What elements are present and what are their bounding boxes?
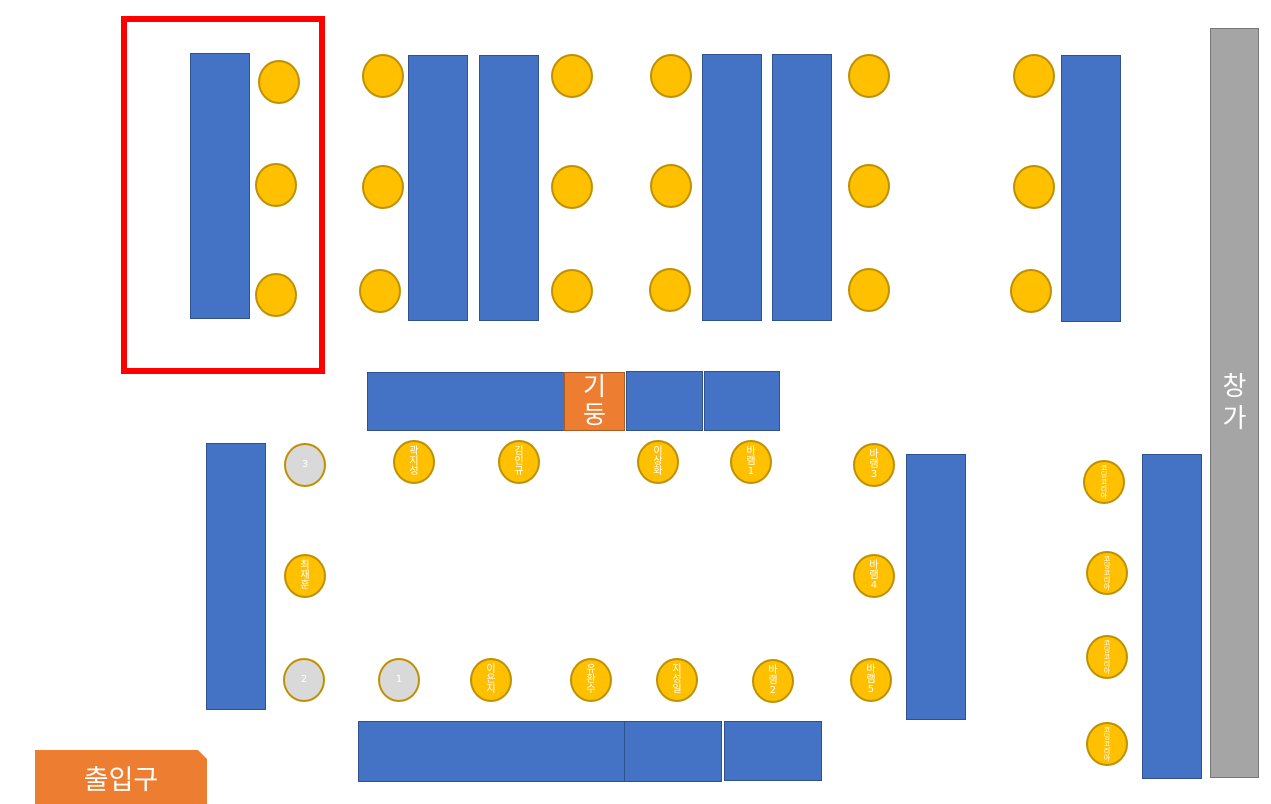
seat[interactable]	[848, 164, 890, 208]
pillar: 기 둥	[564, 372, 625, 431]
seat-kwak[interactable]: 곽 지 성	[393, 440, 435, 484]
seat[interactable]	[258, 60, 300, 104]
seat[interactable]	[255, 273, 297, 317]
seat-lee-sh[interactable]: 이 상 화	[637, 440, 679, 484]
seat-wish1[interactable]: 바 램 1	[730, 440, 772, 484]
seat-yoo[interactable]: 유 환 수	[570, 658, 612, 702]
seat-lee-ej[interactable]: 이 은 지	[470, 658, 512, 702]
table	[906, 454, 966, 720]
table	[367, 372, 565, 431]
seat[interactable]	[362, 165, 404, 209]
seat-2[interactable]: 2	[283, 658, 325, 702]
seat-coding-korea[interactable]: 코 딩 코 리 아	[1086, 722, 1128, 766]
table	[358, 721, 625, 782]
table	[626, 371, 703, 431]
seat[interactable]	[551, 269, 593, 313]
seat-3[interactable]: 3	[284, 443, 326, 487]
seat[interactable]	[1013, 165, 1055, 209]
seat[interactable]	[650, 54, 692, 98]
seat-wish3[interactable]: 바 램 3	[853, 443, 895, 487]
seat-kim[interactable]: 김 인 규	[498, 440, 540, 484]
seat-ji[interactable]: 지 성 일	[656, 658, 698, 702]
seat-coding-korea[interactable]: 코 딩 코 리 아	[1086, 635, 1128, 679]
table	[702, 54, 762, 321]
table	[624, 721, 722, 782]
seat-coding-korea[interactable]: 코 딩 코 리 아	[1086, 551, 1128, 595]
table	[1061, 55, 1121, 322]
table	[206, 443, 266, 710]
table	[1142, 454, 1202, 779]
seat[interactable]	[649, 268, 691, 312]
seat-wish2[interactable]: 바 램 2	[752, 659, 794, 703]
seat-wish4[interactable]: 바 램 4	[853, 554, 895, 598]
table	[772, 54, 832, 321]
seat[interactable]	[359, 269, 401, 313]
table	[704, 371, 780, 431]
table	[724, 721, 822, 781]
seat[interactable]	[848, 54, 890, 98]
seat[interactable]	[848, 268, 890, 312]
seat-1[interactable]: 1	[378, 658, 420, 702]
table	[479, 55, 539, 321]
seat[interactable]	[255, 163, 297, 207]
seat-wish5[interactable]: 바 램 5	[850, 658, 892, 702]
window-wall: 창 가	[1210, 28, 1259, 778]
seat[interactable]	[1010, 269, 1052, 313]
table	[190, 53, 250, 319]
table	[408, 55, 468, 321]
seat[interactable]	[551, 54, 593, 98]
seat[interactable]	[551, 165, 593, 209]
highlight-box	[121, 16, 325, 374]
seat-coding-korea[interactable]: 코 딩 코 리 아	[1083, 460, 1125, 504]
seat[interactable]	[650, 164, 692, 208]
seat[interactable]	[1013, 54, 1055, 98]
exit-label: 출입구	[35, 750, 207, 804]
seat[interactable]	[362, 54, 404, 98]
seat-choi[interactable]: 최 재 훈	[284, 554, 326, 598]
